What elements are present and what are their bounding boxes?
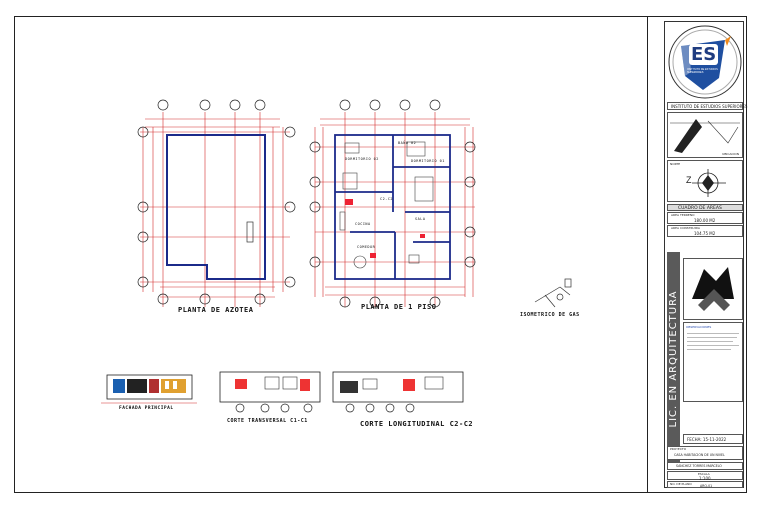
author-value: SANCHEZ TORRES MARCELO — [676, 464, 722, 468]
scale-label: ESCALA — [698, 472, 710, 476]
drawing-area[interactable]: PLANTA DE AZOTEA PLANTA DE 1 PISO ISOMET… — [15, 17, 647, 492]
author-row: SANCHEZ TORRES MARCELO — [667, 462, 743, 470]
title-block: ES INSTITUTO DE ESTUDIOS SUPERIORES INST… — [647, 17, 747, 492]
location-map — [670, 119, 740, 153]
long-section — [332, 371, 464, 413]
north-letter: Z — [686, 175, 692, 185]
project-label: PROYECTO — [670, 447, 687, 451]
area-terrain-value: 180.00 M2 — [694, 218, 716, 223]
areas-title: CUADRO DE AREAS — [678, 206, 722, 211]
cross-section — [219, 371, 321, 413]
plans-canvas — [101, 99, 572, 413]
north-arrow-icon — [692, 169, 726, 197]
north-label: NORTE — [670, 162, 681, 166]
main-facade-label: FACHADA PRINCIPAL — [119, 406, 174, 411]
project-row: PROYECTO CASA HABITACION DE UN NIVEL — [667, 446, 743, 460]
roof-plan — [137, 99, 296, 307]
area-terrain-label: AREA TERRENO — [671, 213, 695, 217]
title-block-column: ES INSTITUTO DE ESTUDIOS SUPERIORES INST… — [664, 21, 747, 488]
firm-logo-icon — [692, 267, 734, 311]
drawing-sheet: PLANTA DE AZOTEA PLANTA DE 1 PISO ISOMET… — [14, 16, 747, 493]
area-built-label: AREA CONSTRUIDA — [671, 226, 700, 230]
room-label-bath: BAÑO 02 — [398, 141, 417, 145]
institute-row: INSTITUTO DE ESTUDIOS SUPERIORES — [667, 102, 747, 110]
location-map-cell: UBICACION — [667, 112, 743, 158]
sheet-value: ARQ-01 — [700, 484, 713, 488]
area-built-row: AREA CONSTRUIDA 104.75 M2 — [667, 225, 743, 237]
cross-section-label: CORTE TRANSVERSAL C1-C1 — [227, 418, 308, 424]
room-label-kitchen: COCINA — [355, 222, 371, 226]
scale-row: ESCALA 1:100 — [667, 471, 743, 481]
area-built-value: 104.75 M2 — [694, 231, 716, 236]
section-marker-label: C2-C2 — [380, 197, 394, 201]
first-floor-plan — [309, 99, 476, 308]
institute-logo: ES INSTITUTO DE ESTUDIOS SUPERIORES — [667, 24, 743, 100]
notes-title: OBSERVACIONES — [686, 325, 712, 329]
gas-isometric — [534, 278, 572, 308]
room-label-bedroom-2: DORMITORIO 02 — [345, 157, 379, 161]
firm-logo-cell — [683, 258, 743, 320]
logo-subtitle: INSTITUTO DE ESTUDIOS SUPERIORES — [687, 68, 718, 74]
sheet-label: NO. DE PLANO — [670, 482, 692, 486]
scale-value: 1:100 — [699, 476, 711, 481]
area-terrain-row: AREA TERRENO 180.00 M2 — [667, 212, 743, 224]
room-label-dining: COMEDOR — [357, 245, 376, 249]
sheet-row: NO. DE PLANO ARQ-01 — [667, 481, 743, 488]
notes-cell: OBSERVACIONES — [683, 322, 743, 402]
project-value: CASA HABITACION DE UN NIVEL — [674, 453, 725, 457]
institute-name: INSTITUTO DE ESTUDIOS SUPERIORES — [671, 104, 748, 109]
date-row: FECHA: 15-11-2022 — [683, 434, 743, 444]
roof-plan-label: PLANTA DE AZOTEA — [178, 306, 254, 314]
first-floor-label: PLANTA DE 1 PISO — [361, 303, 437, 311]
main-facade — [101, 374, 197, 404]
areas-title-row: CUADRO DE AREAS — [667, 204, 743, 211]
room-label-bedroom-1: DORMITORIO 01 — [411, 159, 445, 163]
north-cell: NORTE Z — [667, 160, 743, 202]
location-label: UBICACION — [722, 152, 739, 156]
program-band: LIC. EN ARQUITECTURA — [667, 252, 680, 462]
long-section-label: CORTE LONGITUDINAL C2-C2 — [360, 420, 474, 428]
date-value: FECHA: 15-11-2022 — [687, 437, 727, 442]
room-label-living: SALA — [415, 217, 426, 221]
logo-text: ES — [689, 44, 719, 65]
gas-isometric-label: ISOMETRICO DE GAS — [520, 312, 580, 318]
program-vertical-text: LIC. EN ARQUITECTURA — [668, 290, 679, 428]
